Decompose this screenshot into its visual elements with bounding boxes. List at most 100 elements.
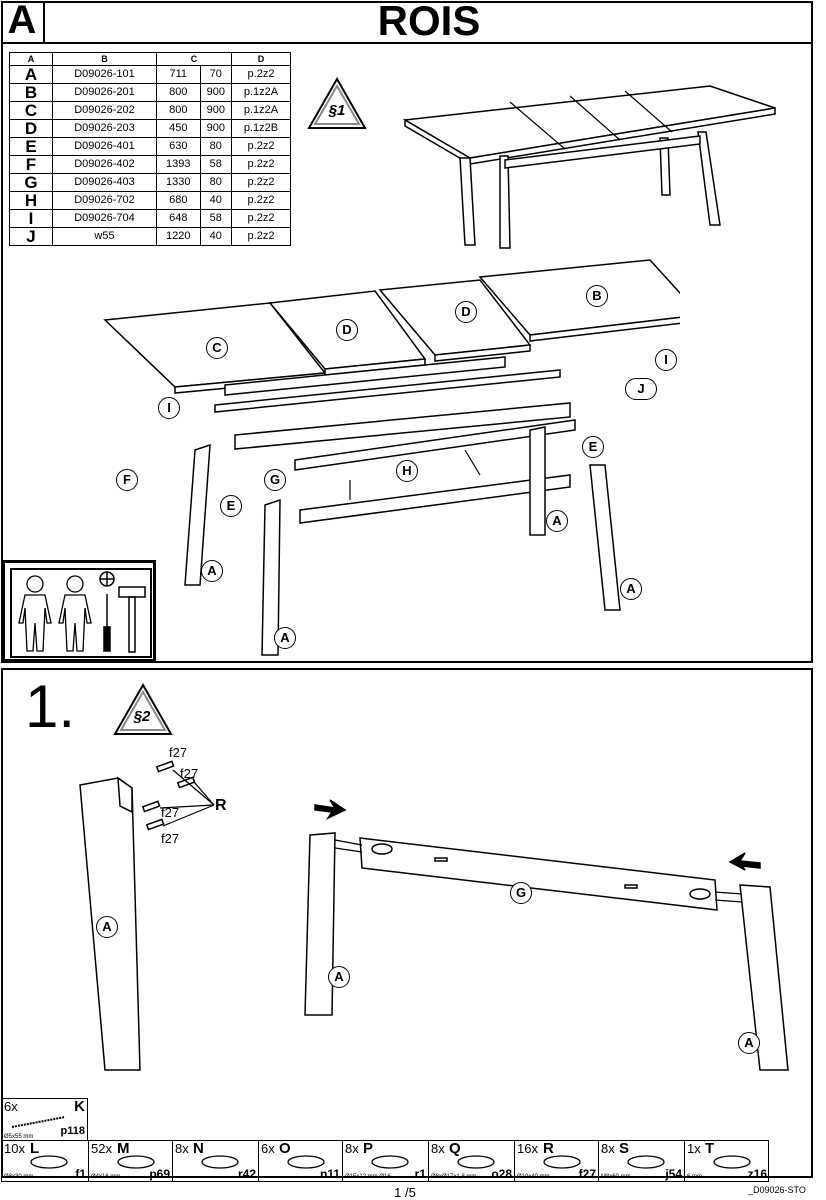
part-width: 58 xyxy=(199,209,233,228)
part-length: 450 xyxy=(156,119,201,138)
hardware-letter: P xyxy=(363,1140,374,1157)
step1-illustration xyxy=(79,760,789,1071)
part-code: D09026-201 xyxy=(52,83,157,102)
part-code: D09026-101 xyxy=(52,65,157,84)
part-code: D09026-403 xyxy=(52,173,157,192)
hardware-letter: O xyxy=(279,1140,291,1157)
hardware-letter: N xyxy=(193,1140,204,1157)
dowel-label-1: f27 xyxy=(169,745,188,760)
callout-d1: D xyxy=(336,319,358,341)
hardware-qty: 8x xyxy=(345,1141,359,1156)
part-page: p.2z2 xyxy=(231,173,291,192)
part-code: D09026-202 xyxy=(52,101,157,120)
hardware-code: r42 xyxy=(237,1167,256,1181)
part-length: 1393 xyxy=(156,155,201,174)
hardware-size: Ø8xØ17x1,8 mm xyxy=(431,1174,477,1180)
step1-callout-a2: A xyxy=(328,966,350,988)
part-page: p.2z2 xyxy=(231,155,291,174)
hardware-qty: 8x xyxy=(601,1141,615,1156)
hardware-k-cell: 6x K Ø5x55 mm p118 xyxy=(1,1098,88,1140)
part-page: p.2z2 xyxy=(231,227,291,246)
part-length: 648 xyxy=(156,209,201,228)
callout-h: H xyxy=(396,460,418,482)
hardware-letter: T xyxy=(705,1140,715,1157)
part-width: 58 xyxy=(199,155,233,174)
part-length: 800 xyxy=(156,101,201,120)
dowel-label-3: f27 xyxy=(161,805,180,820)
dowel-label-4: f27 xyxy=(161,831,180,846)
part-length: 711 xyxy=(156,65,201,84)
part-page: p.2z2 xyxy=(231,65,291,84)
part-width: 70 xyxy=(199,65,233,84)
top-section-frame xyxy=(1,1,813,663)
hardware-letter: R xyxy=(543,1140,554,1157)
callout-a4: A xyxy=(274,627,296,649)
part-letter: B xyxy=(9,83,53,102)
hardware-code: z16 xyxy=(747,1167,767,1181)
part-page: p.1z2A xyxy=(231,83,291,102)
part-width: 80 xyxy=(199,173,233,192)
part-width: 40 xyxy=(199,227,233,246)
hardware-k-qty: 6x xyxy=(4,1099,18,1114)
callout-i2: I xyxy=(158,397,180,419)
part-code: D09026-203 xyxy=(52,119,157,138)
part-letter: D xyxy=(9,119,53,138)
part-letter: H xyxy=(9,191,53,210)
part-letter: J xyxy=(9,227,53,246)
callout-e1: E xyxy=(582,436,604,458)
hardware-letter: M xyxy=(117,1140,130,1157)
hardware-k-code: p118 xyxy=(60,1125,85,1137)
hardware-q-icon xyxy=(457,1155,495,1169)
part-letter: G xyxy=(9,173,53,192)
hardware-code: o28 xyxy=(491,1167,512,1181)
assembled-table-illustration xyxy=(402,85,776,249)
part-length: 1330 xyxy=(156,173,201,192)
hardware-m-icon xyxy=(117,1155,155,1169)
hardware-qty: 10x xyxy=(4,1141,25,1156)
hardware-qty: 1x xyxy=(687,1141,701,1156)
part-code: D09026-704 xyxy=(52,209,157,228)
col-header-b: B xyxy=(52,52,157,66)
hardware-qty: 16x xyxy=(517,1141,538,1156)
hardware-p-icon xyxy=(371,1155,409,1169)
hardware-t-icon xyxy=(713,1155,751,1169)
part-length: 630 xyxy=(156,137,201,156)
part-code: D09026-702 xyxy=(52,191,157,210)
callout-c: C xyxy=(206,337,228,359)
warning-triangle-1 xyxy=(307,76,367,129)
col-header-c: C xyxy=(156,52,232,66)
dowel-label-2: f27 xyxy=(180,766,199,781)
hardware-n-icon xyxy=(201,1155,239,1169)
callout-a1: A xyxy=(546,510,568,532)
callout-i1: I xyxy=(655,349,677,371)
hardware-letter: Q xyxy=(449,1140,461,1157)
part-letter: I xyxy=(9,209,53,228)
callout-g: G xyxy=(264,469,286,491)
hardware-size: Ø4x16 mm xyxy=(91,1174,121,1180)
hardware-code: j54 xyxy=(665,1167,682,1181)
part-width: 900 xyxy=(199,83,233,102)
part-page: p.1z2B xyxy=(231,119,291,138)
hardware-qty: 8x xyxy=(175,1141,189,1156)
screwdriver-hammer-icon xyxy=(99,571,146,653)
step1-callout-a3: A xyxy=(738,1032,760,1054)
two-people-icon xyxy=(18,575,92,652)
callout-f: F xyxy=(116,469,138,491)
hardware-size: Ø15x12 mm Ø16 xyxy=(345,1174,391,1180)
part-width: 80 xyxy=(199,137,233,156)
header-bar xyxy=(45,42,813,44)
part-code: w55 xyxy=(52,227,157,246)
hardware-code: n11 xyxy=(319,1167,340,1181)
